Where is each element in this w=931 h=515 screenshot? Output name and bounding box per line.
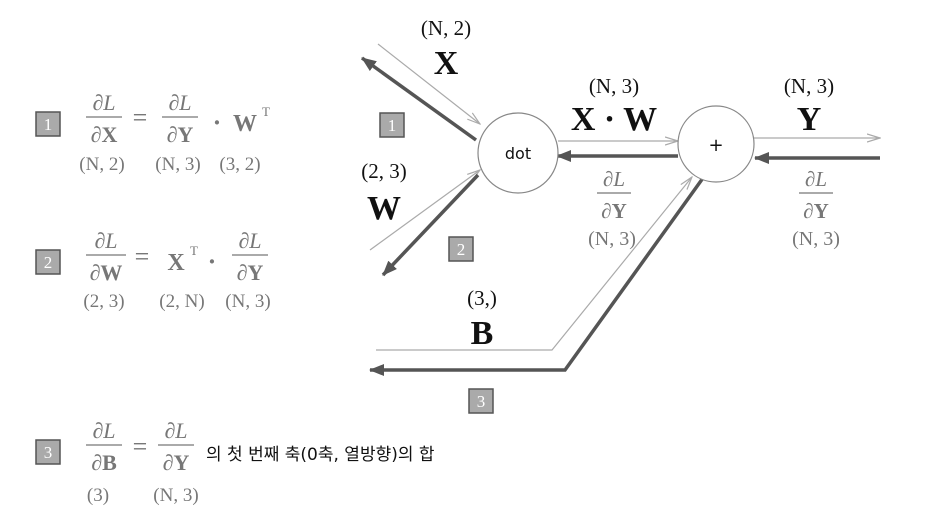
xw-shape-label: (N, 3) [589,74,639,98]
svg-text:(2, 3): (2, 3) [83,291,124,312]
formula-3-note: 의 첫 번째 축(0축, 열방향)의 합 [206,445,435,465]
graph-badge-1: 1 [379,112,405,138]
svg-text:∂L: ∂L [603,167,625,191]
svg-text:∂L: ∂L [805,167,827,191]
forward-arrow-b-to-plus [376,177,692,351]
plus-node-label: + [708,135,723,156]
backward-arrow-dot-to-x [360,56,478,142]
svg-text:2: 2 [44,253,53,272]
svg-text:∂L: ∂L [164,418,187,443]
x-shape-label: (N, 2) [421,16,471,40]
svg-text:=: = [133,432,148,461]
svg-text:(N, 3): (N, 3) [225,291,270,312]
y-shape-label: (N, 3) [784,74,834,98]
backward-arrow-dot-to-w [381,173,480,277]
x-label: X [434,45,459,82]
svg-text:=: = [135,242,150,271]
grad-y-right: ∂L ∂Y (N, 3) [792,167,840,250]
forward-arrow-x-to-dot [377,43,480,124]
svg-text:∂L: ∂L [168,90,191,115]
svg-text:W: W [233,111,257,137]
svg-text:1: 1 [44,115,53,134]
svg-text:∂L: ∂L [92,90,115,115]
dot-node [477,112,559,194]
b-label: B [471,315,494,352]
svg-text:(N, 3): (N, 3) [792,228,840,250]
svg-text:1: 1 [388,116,397,135]
svg-text:∂L: ∂L [238,228,261,253]
svg-text:∂L: ∂L [94,228,117,253]
svg-text:·: · [208,247,217,276]
svg-text:(N, 3): (N, 3) [153,485,198,506]
svg-text:3: 3 [44,443,53,462]
svg-text:T: T [190,243,198,258]
plus-node [677,105,755,183]
svg-text:T: T [262,104,270,119]
w-label: W [367,190,401,227]
formula-1: 1 ∂L ∂X = ∂L ∂Y · W T (N, 2) (N, 3) (3, … [35,90,270,175]
svg-text:(2, N): (2, N) [159,291,204,312]
svg-text:∂Y: ∂Y [167,122,194,147]
svg-text:·: · [213,108,222,137]
w-shape-label: (2, 3) [361,159,407,183]
svg-text:(N, 3): (N, 3) [155,154,200,175]
svg-text:∂Y: ∂Y [601,199,627,223]
dot-node-label: dot [505,144,531,163]
graph-badge-2: 2 [448,236,474,262]
svg-text:(N, 2): (N, 2) [79,154,124,175]
formula-2: 2 ∂L ∂W = X T · ∂L ∂Y (2, 3) (2, N) (N, … [35,228,271,312]
svg-text:(3, 2): (3, 2) [219,154,260,175]
svg-text:∂Y: ∂Y [803,199,829,223]
svg-text:∂W: ∂W [90,260,123,285]
svg-text:∂Y: ∂Y [163,450,190,475]
b-shape-label: (3,) [467,286,497,310]
computational-graph: dot + (N, 2) X (2, 3) W (N, 3) X · W (N,… [360,16,880,414]
forward-arrow-w-to-dot [369,170,480,251]
y-label: Y [797,101,822,138]
backward-arrow-plus-to-b [369,176,705,376]
svg-text:∂Y: ∂Y [237,260,264,285]
xw-label: X · W [571,101,657,138]
svg-text:(N, 3): (N, 3) [588,228,636,250]
svg-text:∂L: ∂L [92,418,115,443]
graph-badge-3: 3 [468,388,494,414]
svg-text:2: 2 [457,240,466,259]
formula-3: 3 ∂L ∂B = ∂L ∂Y 의 첫 번째 축(0축, 열방향)의 합 (3)… [35,418,435,506]
svg-text:3: 3 [477,392,486,411]
svg-text:X: X [167,250,185,276]
svg-text:(3): (3) [87,485,109,506]
svg-text:∂B: ∂B [91,450,117,475]
svg-text:=: = [133,103,148,132]
svg-text:∂X: ∂X [91,122,118,147]
grad-y-mid: ∂L ∂Y (N, 3) [588,167,636,250]
